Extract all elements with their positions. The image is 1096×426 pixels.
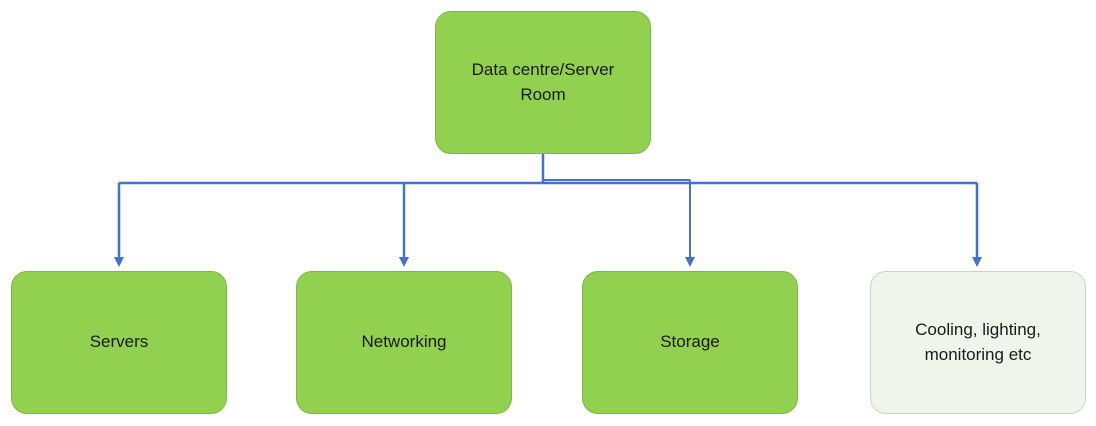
- child-node-servers: Servers: [11, 271, 227, 414]
- root-node-label-line1: Data centre/Server: [471, 59, 615, 79]
- child-node-label-line1: Storage: [660, 332, 720, 352]
- child-node-text: Storage: [660, 330, 720, 355]
- root-node-text: Data centre/Server Room: [472, 58, 615, 107]
- child-node-text: Cooling, lighting, monitoring etc: [915, 318, 1041, 367]
- child-node-text: Networking: [361, 330, 446, 355]
- child-node-cooling-lighting-monitoring: Cooling, lighting, monitoring etc: [870, 271, 1086, 414]
- child-node-text: Servers: [90, 330, 149, 355]
- root-node-data-centre: Data centre/Server Room: [435, 11, 651, 154]
- child-node-label-line2: monitoring etc: [924, 344, 1032, 364]
- child-node-label-line1: Networking: [361, 332, 447, 352]
- child-node-storage: Storage: [582, 271, 798, 414]
- child-node-label-line1: Cooling, lighting,: [915, 319, 1041, 339]
- child-node-networking: Networking: [296, 271, 512, 414]
- root-node-label-line2: Room: [520, 84, 566, 104]
- child-node-label-line1: Servers: [89, 332, 149, 352]
